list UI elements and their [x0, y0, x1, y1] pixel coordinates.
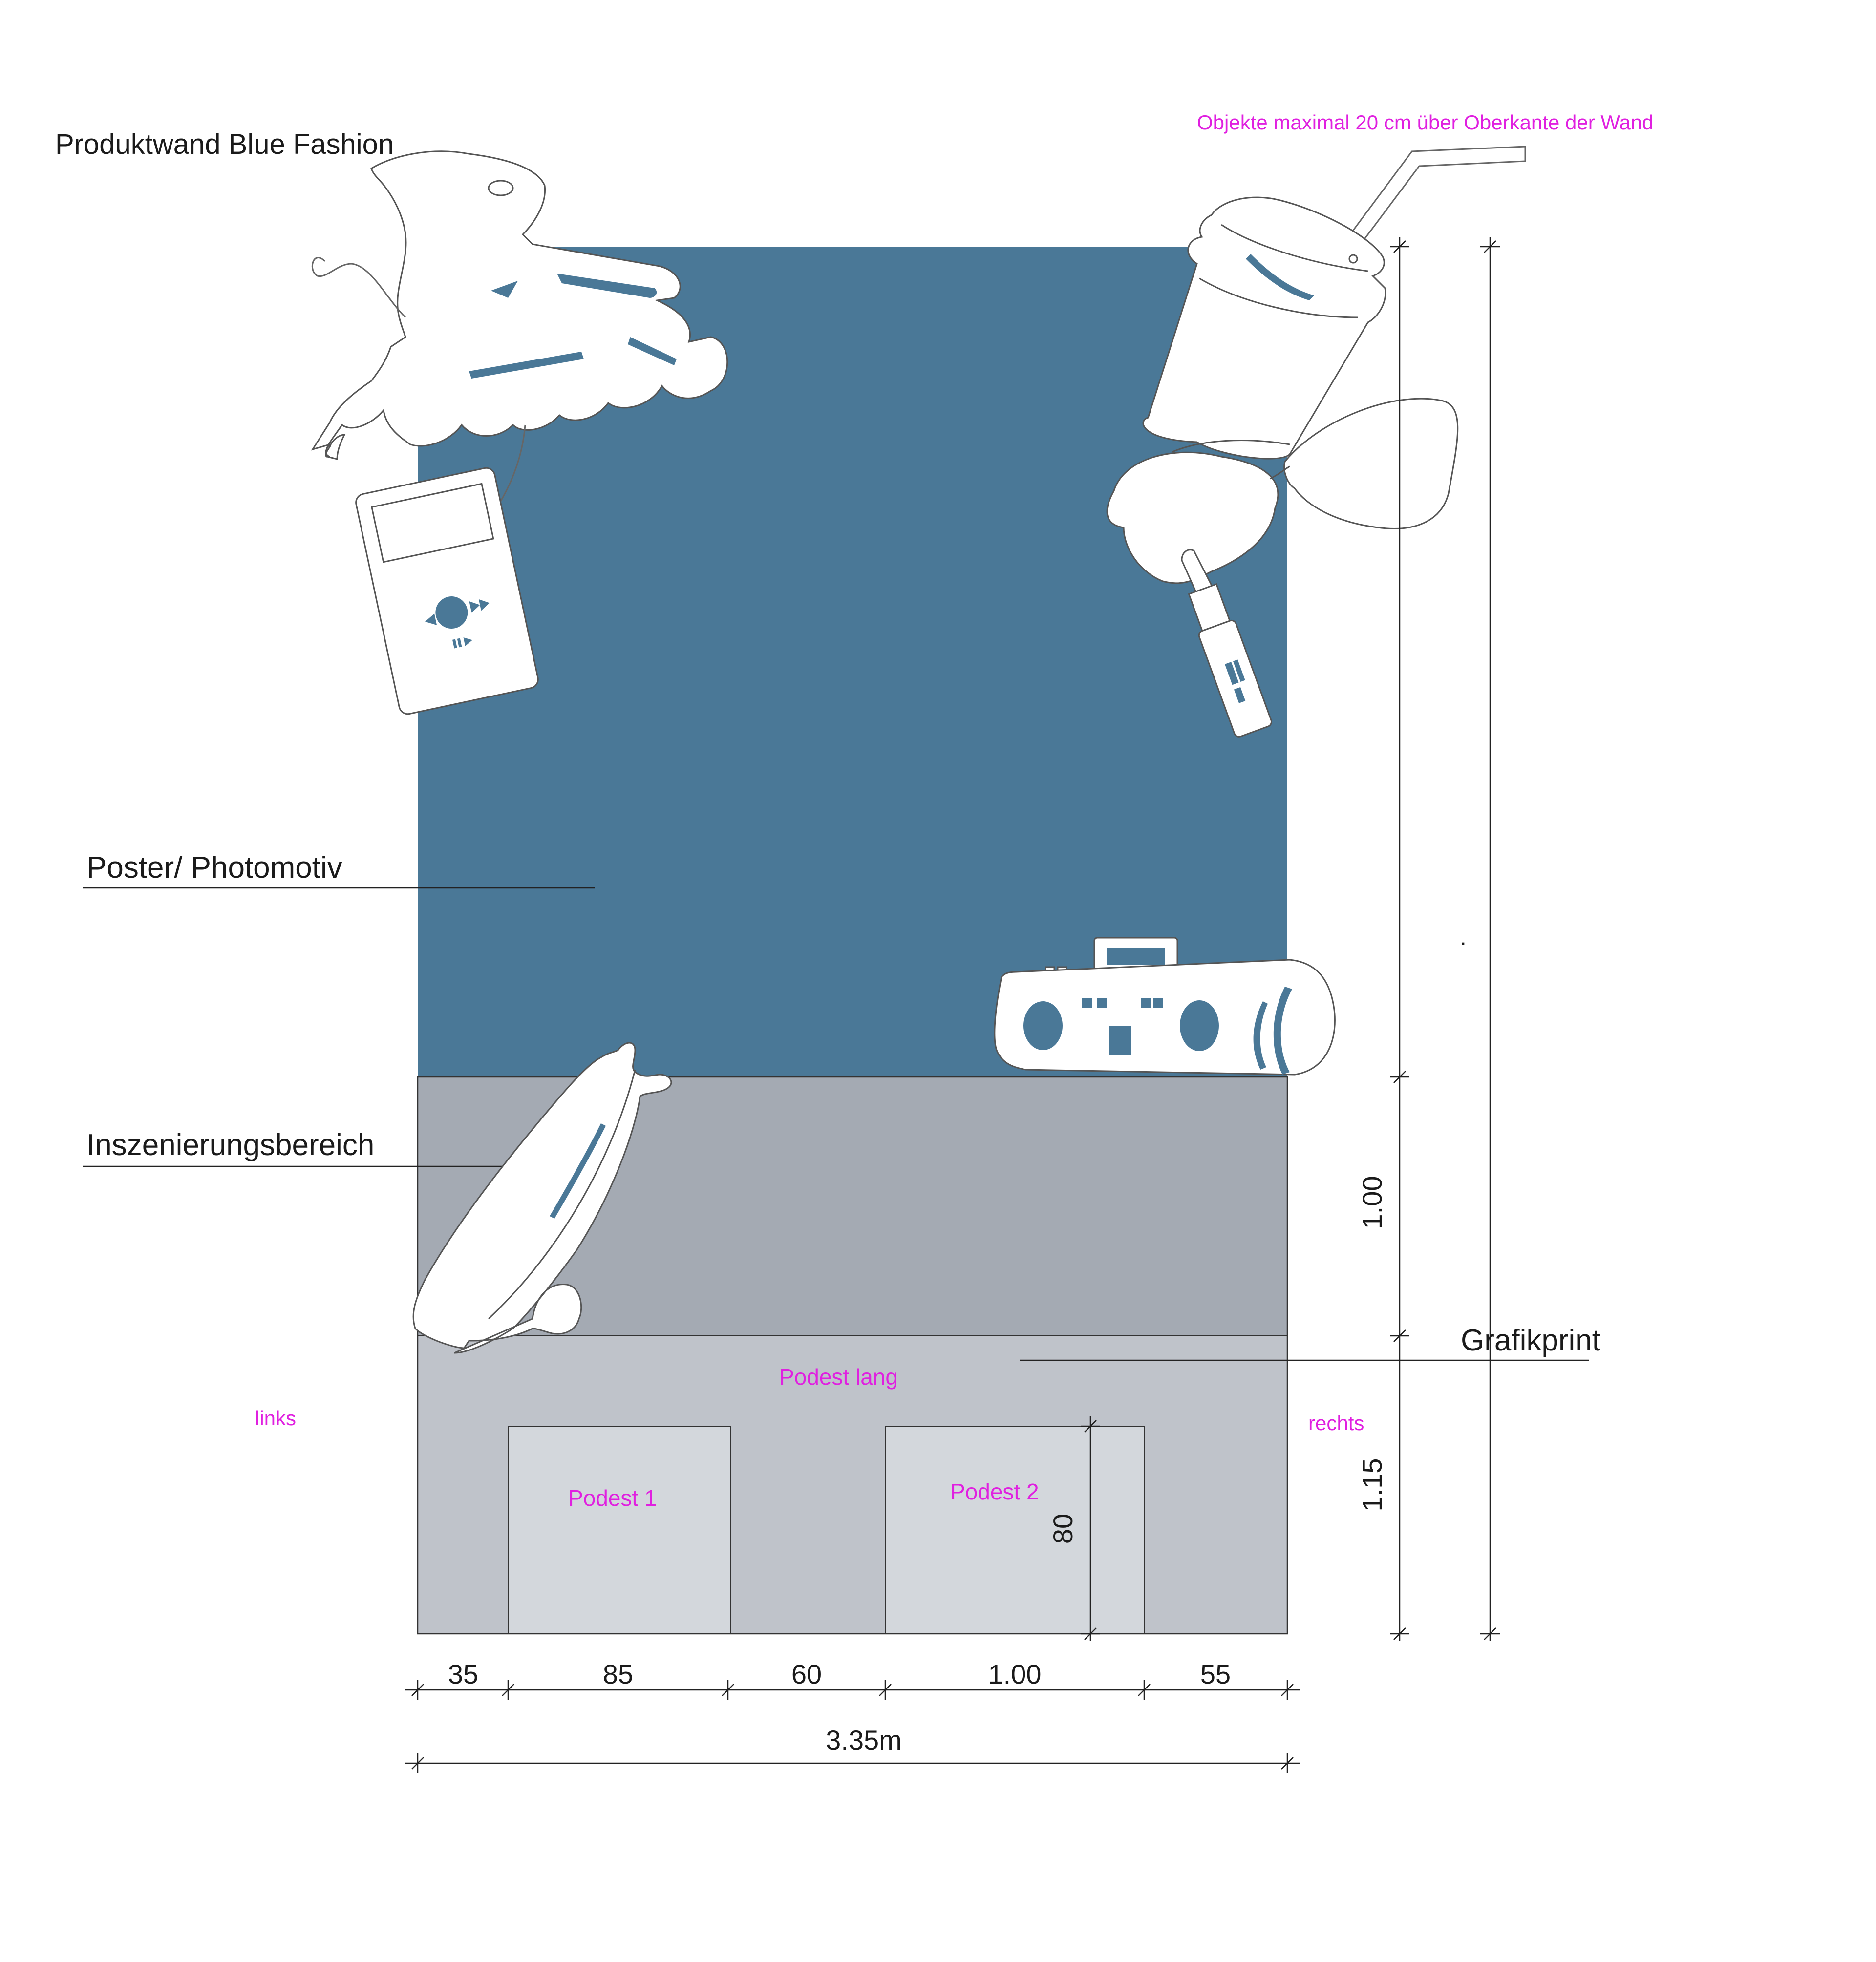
page-title: Produktwand Blue Fashion: [55, 128, 394, 160]
boombox-icon: [994, 937, 1336, 1076]
overall-height-line: [1480, 237, 1500, 1641]
top-note: Objekte maximal 20 cm über Oberkante der…: [1197, 111, 1654, 134]
dim-55: 55: [1200, 1659, 1231, 1689]
vertical-dimension-chain: [1390, 237, 1409, 1641]
lipstick-icon: [1181, 549, 1273, 738]
podest-2-label: Podest 2: [950, 1479, 1039, 1504]
left-label: links: [255, 1407, 296, 1430]
dim-85: 85: [603, 1659, 633, 1689]
skateboard-icon: [412, 1042, 672, 1354]
inline-skate-icon: [311, 150, 728, 513]
sunglasses-icon: [1106, 398, 1459, 584]
dim-podest-height: 80: [1047, 1514, 1078, 1544]
podest-2-box: [885, 1426, 1145, 1634]
right-label: rechts: [1308, 1412, 1364, 1435]
total-dimension-line: [405, 1753, 1300, 1773]
dim-60: 60: [791, 1659, 822, 1689]
wall-outline: [417, 1076, 1288, 1635]
podest-1-label: Podest 1: [568, 1485, 657, 1511]
staging-label: Inszenierungsbereich: [86, 1128, 374, 1162]
poster-label: Poster/ Photomotiv: [86, 851, 342, 885]
mp3-player-icon: [355, 467, 539, 715]
dim-35: 35: [448, 1659, 478, 1689]
dim-vertical-lower: 1.15: [1357, 1458, 1387, 1512]
graphic-label: Grafikprint: [1461, 1324, 1600, 1357]
podest-long-label: Podest lang: [779, 1364, 898, 1390]
dim-total: 3.35m: [826, 1725, 902, 1755]
podest-height-line: [1081, 1416, 1100, 1641]
coffee-cup-icon: [1142, 146, 1526, 460]
horizontal-dimension-chain: [405, 1680, 1300, 1700]
dim-vertical-upper: 1.00: [1357, 1176, 1387, 1229]
stray-dot: .: [1460, 923, 1467, 950]
dim-100: 1.00: [988, 1659, 1042, 1689]
podest-1-box: [508, 1426, 731, 1634]
